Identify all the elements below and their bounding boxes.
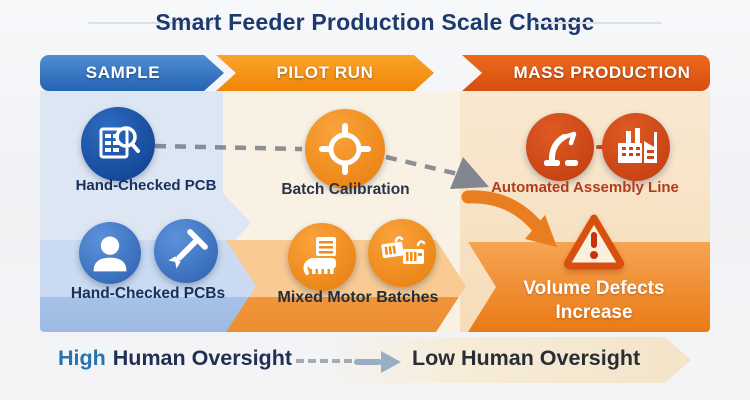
sample-row2-label: Hand-Checked PCBs (70, 285, 226, 302)
calibration-target-icon (305, 109, 385, 189)
robot-arm-icon (526, 113, 594, 181)
caliper-glyph (168, 229, 208, 269)
oversight-dashed-line (296, 359, 352, 363)
stage-banner-mass-production-label: MASS PRODUCTION (513, 63, 691, 82)
mass-row2-label: Volume Defects Increase (523, 278, 665, 323)
oversight-arrowhead-icon (354, 351, 401, 373)
stage-banner-sample: SAMPLE (40, 55, 224, 91)
factory-icon (602, 113, 670, 181)
sample-row1-label: Hand-Checked PCB (75, 177, 217, 194)
stage-banner-row: SAMPLE PILOT RUN MASS PRODUCTION (40, 55, 710, 91)
warning-triangle-icon (562, 212, 626, 275)
calibration-target-glyph (319, 123, 371, 175)
low-oversight-label: Low Human Oversight (412, 346, 641, 370)
stage-banner-pilot-run-label: PILOT RUN (276, 63, 374, 82)
pcb-magnifier-glyph (99, 126, 140, 159)
title-divider-right (536, 22, 662, 24)
robot-arm-glyph (544, 131, 578, 166)
page-title: Smart Feeder Production Scale Change (155, 9, 595, 35)
motor-boxes-icon (368, 219, 436, 287)
stage-banner-sample-label: SAMPLE (85, 63, 161, 82)
pilot-row1-label: Batch Calibration (281, 181, 410, 198)
motor-document-glyph (303, 237, 336, 275)
icon-pair-dash (596, 145, 605, 149)
factory-glyph (618, 128, 657, 163)
mass-row1-label: Automated Assembly Line (491, 179, 679, 196)
stage-banner-mass-production: MASS PRODUCTION (462, 55, 710, 91)
pilot-row2-label: Mixed Motor Batches (277, 289, 439, 306)
pcb-magnifier-icon (81, 107, 155, 181)
high-word: High (58, 346, 106, 370)
person-icon (79, 222, 141, 284)
high-rest: Human Oversight (112, 346, 292, 370)
stages-content-area: Hand-Checked PCB Batch Calibration (40, 91, 710, 332)
caliper-icon (154, 219, 218, 283)
warning-triangle-glyph (564, 214, 624, 270)
title-divider-left (88, 22, 214, 24)
motor-boxes-glyph (381, 236, 426, 264)
person-glyph (93, 236, 127, 272)
motor-document-icon (288, 223, 356, 291)
stage-banner-pilot-run: PILOT RUN (216, 55, 434, 91)
